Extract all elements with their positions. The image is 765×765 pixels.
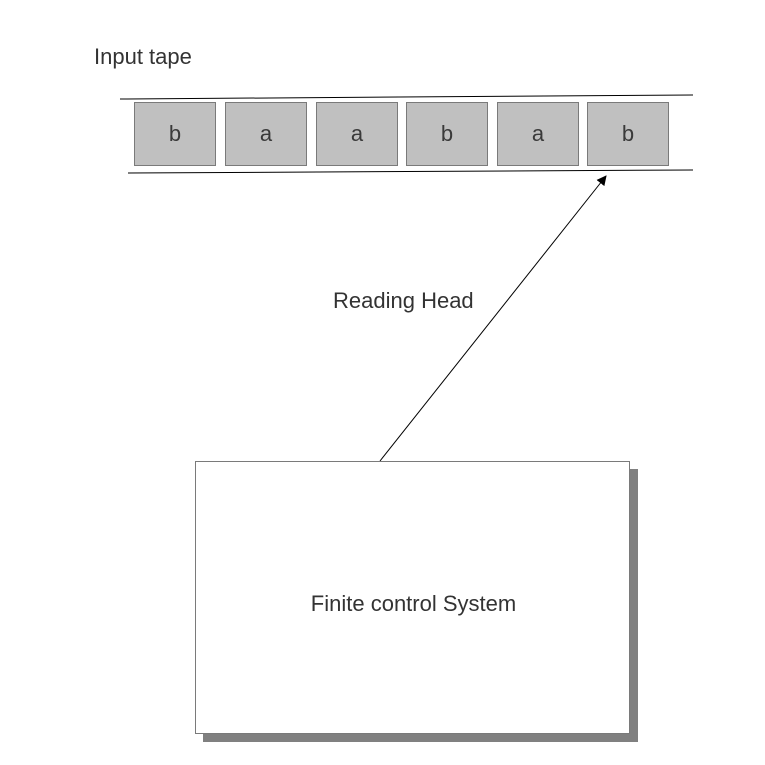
tape-cell: a	[497, 102, 579, 166]
tape-cell: b	[134, 102, 216, 166]
tape-cell: a	[316, 102, 398, 166]
reading-head-label: Reading Head	[333, 288, 474, 313]
tape-cell: b	[587, 102, 669, 166]
finite-control-label: Finite control System	[310, 591, 517, 616]
tape-cell: a	[225, 102, 307, 166]
tape-cell: b	[406, 102, 488, 166]
tape-cell-symbol: a	[531, 121, 545, 146]
tape-cell-symbol: b	[168, 121, 182, 146]
tape-title: Input tape	[94, 44, 192, 69]
reading-head-arrow	[379, 175, 607, 462]
tape-cell-symbol: a	[350, 121, 364, 146]
tape-top-border	[119, 94, 694, 100]
tape-bottom-border	[127, 169, 694, 174]
tape-cell-symbol: b	[621, 121, 635, 146]
finite-control-box: Finite control System	[195, 461, 630, 734]
tape-cell-symbol: b	[440, 121, 454, 146]
tape-cell-symbol: a	[259, 121, 273, 146]
